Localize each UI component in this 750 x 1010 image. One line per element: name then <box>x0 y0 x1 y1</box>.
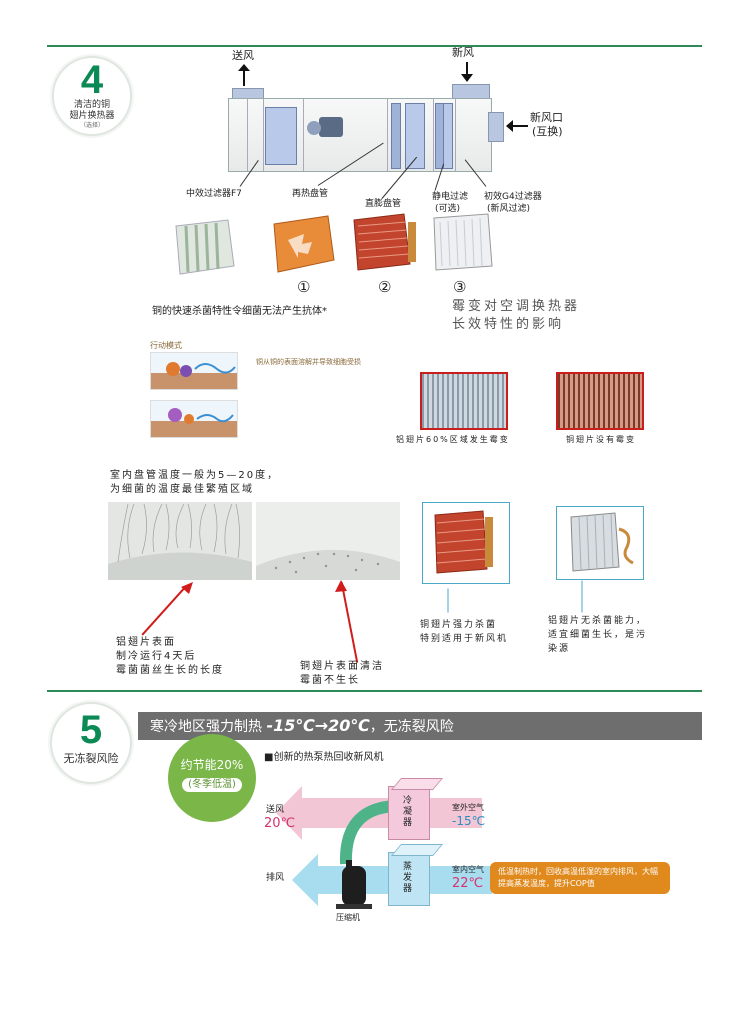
electrostatic-filter-photo <box>428 212 498 274</box>
red-pointer-arrow-icon-2 <box>335 580 347 592</box>
al-fin-mold-photo <box>420 372 508 430</box>
ahu-body <box>228 98 492 172</box>
bacteria-illustration-2 <box>150 400 238 438</box>
al-no-sterilize-caption: 铝翅片无杀菌能力， 适宜细菌生长，是污 染源 <box>548 616 648 654</box>
marker-1: ① <box>297 278 311 296</box>
fresh-inlet-label-1: 新风口 <box>530 111 563 124</box>
evaporator-label: 蒸发器 <box>403 862 413 894</box>
section4-title-line2: 翅片换热器 <box>69 111 115 121</box>
section4-number: 4 <box>80 58 104 102</box>
cu-fin-no-mold-photo <box>556 372 644 430</box>
supply-temp: 20℃ <box>264 816 296 831</box>
reheat-coil-label: 再热盘管 <box>292 189 329 199</box>
action-mode-desc: 铜从铜的表面溶解并导致细胞受损 <box>256 358 361 366</box>
reheat-coil-block <box>391 103 401 169</box>
g4-filter-label-1: 初效G4过滤器 <box>484 192 542 202</box>
condenser-box <box>388 786 430 840</box>
condenser-label: 冷凝器 <box>403 796 413 828</box>
banner-prefix: 寒冷地区强力制热 <box>150 719 267 735</box>
supply-arrow-icon <box>238 64 250 86</box>
cu-sterilize-caption: 铜翅片强力杀菌 特别适用于新风机 <box>420 620 509 644</box>
fresh-inlet-arrow-icon <box>506 120 528 132</box>
reheat-coil-photo <box>268 214 338 274</box>
cu-surface-microscope-photo <box>256 502 400 580</box>
copper-coil-photo <box>350 212 420 274</box>
heat-pump-diagram-title: ■创新的热泵热回收新风机 <box>264 752 384 763</box>
g4-filter-block <box>443 103 453 169</box>
exhaust-air-label: 排风 <box>266 873 285 883</box>
refrigerant-loop-icon <box>339 800 397 865</box>
fresh-inlet-label-2: (互换) <box>532 125 563 138</box>
al-mold-caption: 铝翅片60%区域发生霉变 <box>396 435 510 444</box>
temp-note-line2: 为细菌的温度最佳繁殖区域 <box>110 484 254 495</box>
cu-coil-box-photo <box>422 502 510 584</box>
outdoor-air-label: 室外空气 <box>452 803 484 812</box>
indoor-temp: 22℃ <box>452 876 484 891</box>
fan-motor <box>319 117 343 137</box>
saving-line2: (冬季低温) <box>182 778 242 792</box>
supply-air-label: 送风 <box>232 49 254 62</box>
fresh-air-label: 新风 <box>452 46 474 59</box>
cu-no-mold-caption: 铜翅片没有霉变 <box>566 435 636 444</box>
fan-housing <box>307 121 321 135</box>
red-pointer-arrow-icon-1 <box>181 582 193 594</box>
mold-title-line2: 长效特性的影响 <box>452 317 565 332</box>
section5-badge: 5 无冻裂风险 <box>50 702 132 784</box>
section5-title: 无冻裂风险 <box>63 752 119 765</box>
electro-filter-label-2: (可选) <box>435 204 461 214</box>
banner-suffix: ，无冻裂风险 <box>369 719 454 735</box>
dx-coil-label: 直膨盘管 <box>365 199 402 209</box>
outdoor-temp: -15℃ <box>452 814 486 828</box>
evaporator-box <box>388 852 430 906</box>
section4-title-line1: 清洁的铜 <box>73 100 110 110</box>
g4-filter-label-2: (新风过滤) <box>487 204 531 214</box>
filter-f7-label: 中效过滤器F7 <box>186 189 242 199</box>
compressor-icon <box>336 860 372 909</box>
copper-claim-text: 铜的快速杀菌特性令细菌无法产生抗体* <box>152 306 327 317</box>
saving-line1: 约节能20% <box>180 758 244 772</box>
indoor-air-label: 室内空气 <box>452 865 484 874</box>
section5-rule <box>47 690 702 692</box>
al-surface-microscope-photo <box>108 502 252 580</box>
energy-saving-badge: 约节能20% (冬季低温) <box>168 734 256 822</box>
supply-air-label-5: 送风 <box>266 805 285 815</box>
cop-note-box: 低温制热时，回收高温低湿的室内排风，大幅提高蒸发温度，提升COP值 <box>490 862 670 894</box>
f7-filter-block <box>265 107 297 165</box>
bacteria-illustration-1 <box>150 352 238 390</box>
section4-badge: 4 清洁的铜 翅片换热器 （选择） <box>52 56 132 136</box>
cu-surface-caption: 铜翅片表面清洁 霉菌不生长 <box>300 661 384 686</box>
banner-temp: -15℃→20℃ <box>266 716 370 735</box>
action-mode-label: 行动模式 <box>150 341 182 350</box>
al-coil-box-photo <box>556 506 644 580</box>
fresh-air-arrow-icon <box>461 62 473 82</box>
dx-coil-block <box>405 103 425 169</box>
section5-number: 5 <box>79 708 103 752</box>
top-rule <box>47 45 702 47</box>
electro-filter-label-1: 静电过滤 <box>432 192 469 202</box>
section5-banner: 寒冷地区强力制热 -15℃→20℃，无冻裂风险 <box>138 712 702 740</box>
fresh-inlet-duct <box>488 112 504 142</box>
bag-filter-photo <box>172 218 238 276</box>
mold-title-line1: 霉变对空调换热器 <box>452 299 581 314</box>
section4-subtitle: （选择） <box>79 122 104 129</box>
temp-note-line1: 室内盘管温度一般为5—20度， <box>110 470 280 481</box>
al-surface-caption: 铝翅片表面 制冷运行4天后 霉菌菌丝生长的长度 <box>116 637 224 676</box>
marker-2: ② <box>378 278 392 296</box>
compressor-label: 压缩机 <box>336 913 360 922</box>
marker-3: ③ <box>453 278 467 296</box>
